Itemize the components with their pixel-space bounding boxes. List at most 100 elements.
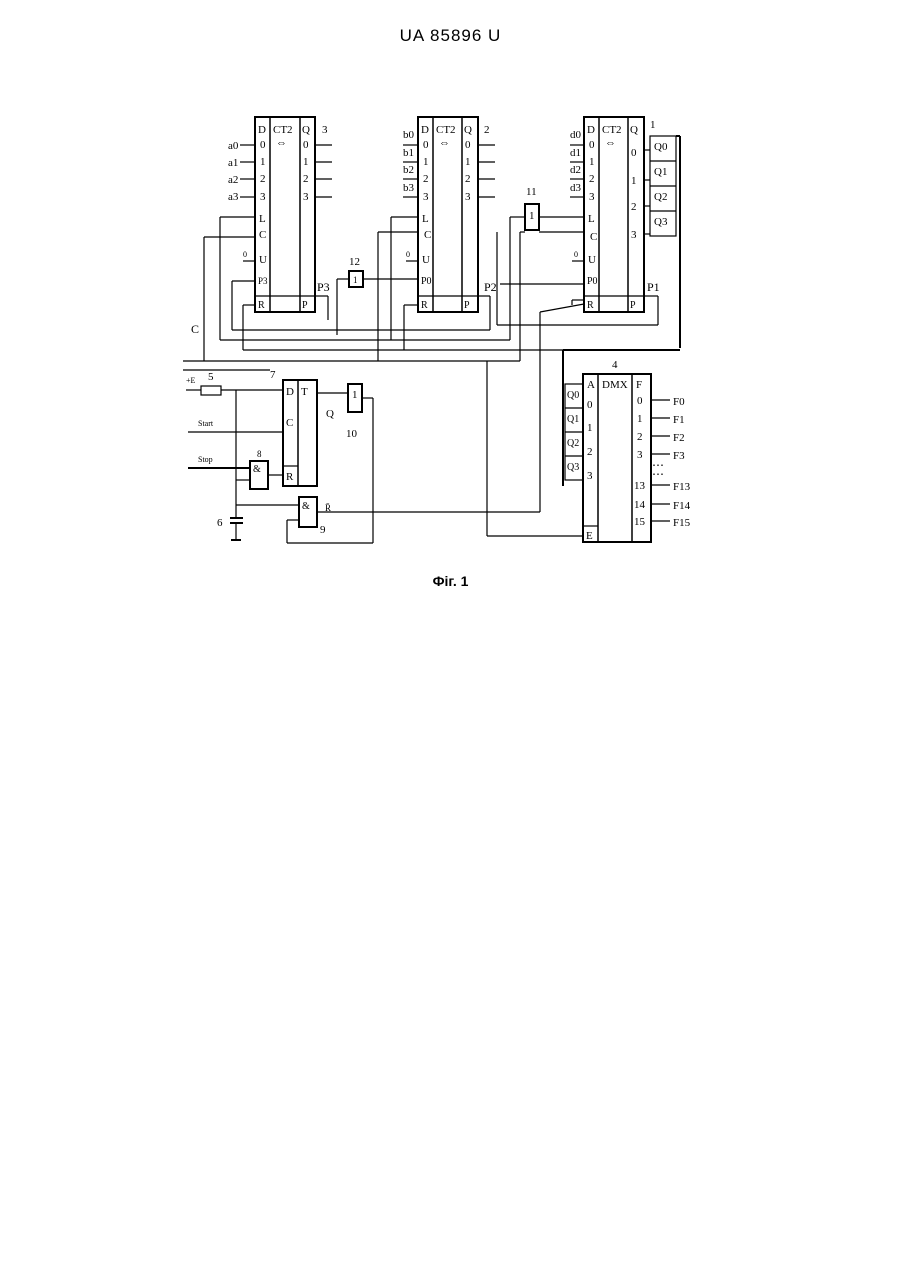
svg-text:E: E xyxy=(586,530,593,542)
svg-text:P: P xyxy=(464,300,470,311)
svg-text:3: 3 xyxy=(637,449,643,461)
counter-1-output-q0: Q0 xyxy=(654,141,668,153)
svg-text:3: 3 xyxy=(465,191,471,203)
demux-output-f13: F13 xyxy=(673,481,691,493)
svg-text:&: & xyxy=(253,464,261,475)
demux-output-f1: F1 xyxy=(673,414,685,426)
svg-text:0: 0 xyxy=(243,250,247,259)
svg-text:1: 1 xyxy=(465,156,471,168)
demux-type: DMX xyxy=(602,379,628,391)
svg-text:3: 3 xyxy=(587,470,593,482)
svg-text:2: 2 xyxy=(260,173,266,185)
svg-text:15: 15 xyxy=(634,516,646,528)
counter-2: D CT2 Q 2 ⇔ 0 1 2 3 0 1 2 3 L C U P0 R P… xyxy=(403,117,497,312)
counter-1-output-q1: Q1 xyxy=(654,166,667,178)
svg-text:3: 3 xyxy=(589,191,595,203)
counter-2-type: CT2 xyxy=(436,124,456,136)
gate-9-number: 9 xyxy=(320,524,326,536)
svg-text:R: R xyxy=(587,300,594,311)
svg-text:P3: P3 xyxy=(258,276,268,286)
counter-1-output-q3: Q3 xyxy=(654,216,668,228)
counter-1: D CT2 Q 1 ⇔ 0 1 2 3 0 1 2 3 L C U P0 R P… xyxy=(570,117,680,348)
gate-10-number: 10 xyxy=(346,428,358,440)
svg-text:1: 1 xyxy=(631,175,637,187)
svg-text:1: 1 xyxy=(589,156,595,168)
svg-text:U: U xyxy=(259,254,267,266)
input-a1: a1 xyxy=(228,157,238,169)
demux-output-f15: F15 xyxy=(673,517,691,529)
counter-1-carry-out: P1 xyxy=(647,280,660,294)
svg-text:⇔: ⇔ xyxy=(439,137,450,149)
gate-8: & 8 xyxy=(250,449,283,489)
svg-text:2: 2 xyxy=(631,201,637,213)
svg-text:5: 5 xyxy=(208,371,214,383)
svg-text:R: R xyxy=(258,300,265,311)
stop-label: Stop xyxy=(198,455,213,464)
svg-text:C: C xyxy=(590,231,597,243)
flip-flop-number: 7 xyxy=(270,369,276,381)
demux-input-q0: Q0 xyxy=(567,390,579,401)
capacitor-6: 6 xyxy=(217,390,243,540)
demux-output-f0: F0 xyxy=(673,396,685,408)
counter-3-type: CT2 xyxy=(273,124,293,136)
svg-text:1: 1 xyxy=(352,389,358,401)
svg-text:13: 13 xyxy=(634,480,646,492)
input-d0: d0 xyxy=(570,129,582,141)
svg-text:⇔: ⇔ xyxy=(276,137,287,149)
svg-text:P0: P0 xyxy=(421,276,432,287)
svg-text:0: 0 xyxy=(587,399,593,411)
resistor-5: 5 +E xyxy=(186,371,283,395)
svg-text:1: 1 xyxy=(423,156,429,168)
gate-11-number: 11 xyxy=(526,186,537,198)
svg-text:0: 0 xyxy=(589,139,595,151)
svg-text:0: 0 xyxy=(303,139,309,151)
demux-output-f2: F2 xyxy=(673,432,685,444)
svg-text:3: 3 xyxy=(260,191,266,203)
counter-3: D CT2 Q 3 ⇔ 0 1 2 3 0 1 2 3 L C U P3 R P… xyxy=(228,117,332,312)
svg-text:2: 2 xyxy=(465,173,471,185)
svg-text:C: C xyxy=(424,229,431,241)
svg-text:0: 0 xyxy=(423,139,429,151)
svg-text:R: R xyxy=(421,300,428,311)
input-d2: d2 xyxy=(570,164,581,176)
input-d3: d3 xyxy=(570,182,582,194)
svg-text:P: P xyxy=(630,300,636,311)
svg-text:0: 0 xyxy=(631,147,637,159)
svg-text:0: 0 xyxy=(637,395,643,407)
svg-text:T: T xyxy=(301,386,308,398)
input-b3: b3 xyxy=(403,182,415,194)
svg-text:+E: +E xyxy=(186,376,196,385)
flip-flop-7: 7 D T C R xyxy=(270,369,317,486)
svg-text:1: 1 xyxy=(260,156,266,168)
svg-text:D: D xyxy=(587,124,595,136)
svg-text:D: D xyxy=(421,124,429,136)
gate-12-number: 12 xyxy=(349,256,360,268)
start-label: Start xyxy=(198,419,214,428)
svg-text:F: F xyxy=(636,379,642,391)
svg-text:3: 3 xyxy=(631,229,637,241)
gate-9: & 9 R̄ xyxy=(299,497,331,536)
svg-text:P: P xyxy=(302,300,308,311)
counter-2-carry-out: P2 xyxy=(484,280,497,294)
counter-1-number: 1 xyxy=(650,119,656,131)
svg-text:1: 1 xyxy=(303,156,309,168)
svg-text:2: 2 xyxy=(589,173,595,185)
svg-text:U: U xyxy=(422,254,430,266)
svg-text:C: C xyxy=(259,229,266,241)
clock-label: C xyxy=(191,322,199,336)
svg-text:1: 1 xyxy=(587,422,593,434)
svg-text:2: 2 xyxy=(423,173,429,185)
svg-text:2: 2 xyxy=(637,431,643,443)
demux-output-f14: F14 xyxy=(673,500,691,512)
demux-input-q3: Q3 xyxy=(567,462,579,473)
counter-1-type: CT2 xyxy=(602,124,622,136)
counter-1-output-q2: Q2 xyxy=(654,191,667,203)
svg-text:L: L xyxy=(588,213,595,225)
figure-caption: Фіг. 1 xyxy=(0,573,901,589)
counter-3-carry-out: P3 xyxy=(317,280,330,294)
svg-text:U: U xyxy=(588,254,596,266)
svg-text:0: 0 xyxy=(406,250,410,259)
demux-output-f3: F3 xyxy=(673,450,685,462)
svg-text:Q: Q xyxy=(326,408,334,420)
svg-text:3: 3 xyxy=(423,191,429,203)
